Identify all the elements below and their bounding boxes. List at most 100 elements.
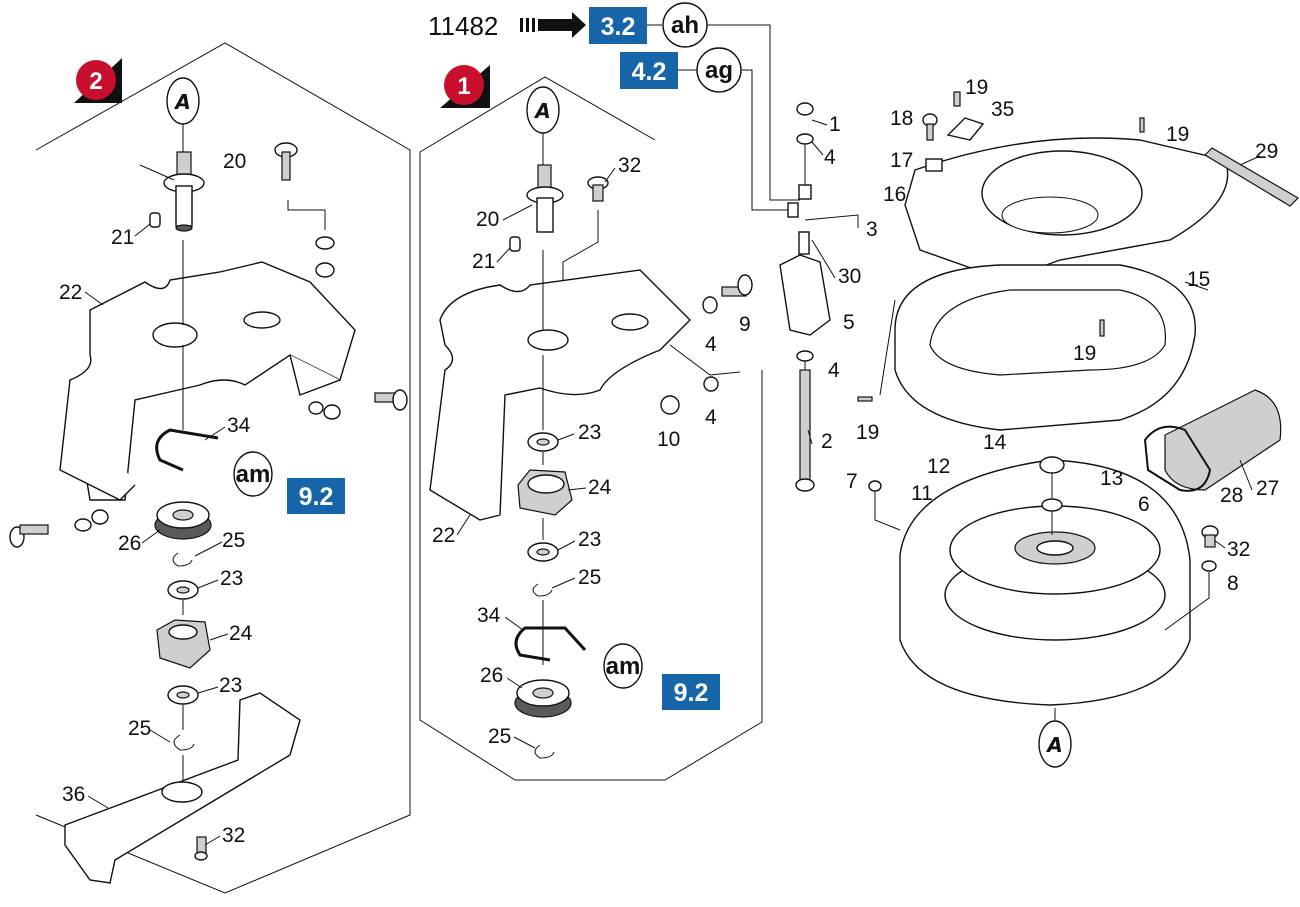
svg-text:9.2: 9.2 [299, 483, 334, 511]
variant-2-badge: 2 [74, 58, 122, 103]
svg-text:20: 20 [476, 208, 499, 231]
variant-1-panel: 1 A [419, 65, 763, 781]
svg-text:12: 12 [927, 455, 950, 478]
svg-text:25: 25 [222, 529, 245, 552]
svg-text:23: 23 [578, 421, 601, 444]
svg-text:15: 15 [1187, 268, 1210, 291]
svg-text:26: 26 [480, 664, 503, 687]
svg-text:4.2: 4.2 [632, 58, 667, 86]
svg-text:3: 3 [866, 218, 878, 241]
svg-text:21: 21 [111, 226, 134, 249]
svg-text:am: am [236, 461, 271, 488]
screw-left-variant-2 [9, 524, 49, 548]
part-1-nut [796, 102, 814, 116]
marker-a-variant-1: A [526, 86, 560, 134]
svg-text:ah: ah [671, 12, 699, 39]
part-11-impeller [944, 505, 1166, 641]
screw-bottom-variant-2 [194, 836, 208, 861]
part-25-clip [172, 552, 193, 567]
svg-text:7: 7 [846, 470, 858, 493]
ref-circle-ah[interactable]: ah [662, 2, 708, 48]
svg-text:21: 21 [472, 250, 495, 273]
part-27-hose [1143, 389, 1282, 492]
svg-text:ag: ag [705, 57, 733, 84]
svg-text:16: 16 [883, 183, 906, 206]
svg-text:3.2: 3.2 [601, 13, 636, 41]
svg-text:18: 18 [890, 107, 913, 130]
svg-text:4: 4 [705, 406, 717, 429]
part-26-pulley-variant-2 [154, 501, 212, 540]
svg-text:19: 19 [1166, 123, 1189, 146]
labels-main: 1 4 3 30 5 4 2 7 19 35 18 17 16 19 29 15… [821, 76, 1279, 595]
svg-text:25: 25 [128, 717, 151, 740]
svg-text:A: A [1045, 733, 1062, 757]
ref-circle-am-variant-2[interactable]: am [233, 451, 273, 497]
part-spring [798, 184, 812, 200]
svg-text:4: 4 [828, 359, 840, 382]
part-14-nut [1039, 456, 1065, 474]
svg-text:8: 8 [1227, 572, 1239, 595]
svg-text:23: 23 [578, 528, 601, 551]
svg-text:1: 1 [829, 113, 841, 136]
svg-text:4: 4 [705, 333, 717, 356]
svg-text:35: 35 [991, 98, 1014, 121]
part-20-shaft-variant-1 [526, 164, 564, 233]
variant-1-badge: 1 [440, 65, 490, 108]
part-5-flap [779, 231, 831, 336]
part-24-housing-variant-1 [517, 469, 573, 516]
screw-side-variant-2 [374, 389, 408, 411]
header-reference-row: 11482 3.2 ah 4.2 ag [428, 2, 800, 211]
svg-text:4: 4 [824, 146, 836, 169]
ref-link-4-2[interactable]: 4.2 [620, 52, 678, 89]
svg-text:34: 34 [477, 604, 501, 627]
ref-link-9-2-variant-2[interactable]: 9.2 [287, 478, 345, 514]
main-assembly: A 1 4 3 30 5 4 2 7 19 35 18 17 16 19 29 … [779, 76, 1299, 768]
svg-text:9: 9 [739, 313, 751, 336]
part-21-key [149, 212, 161, 228]
svg-text:19: 19 [1073, 342, 1096, 365]
part-17-clip [925, 158, 943, 172]
svg-text:9.2: 9.2 [674, 679, 709, 707]
svg-text:24: 24 [588, 476, 612, 499]
part-2-bolt [795, 369, 815, 492]
ref-circle-am-variant-1[interactable]: am [603, 643, 643, 689]
svg-text:6: 6 [1138, 493, 1150, 516]
part-36-bracket [64, 692, 301, 884]
svg-text:14: 14 [983, 431, 1007, 454]
variant-2-panel: 2 A [9, 42, 411, 894]
screw-upper-variant-2 [274, 142, 298, 181]
svg-text:24: 24 [229, 622, 253, 645]
svg-text:23: 23 [219, 674, 242, 697]
svg-text:1: 1 [457, 73, 470, 100]
svg-text:A: A [173, 90, 190, 114]
document-number: 11482 [428, 11, 498, 41]
svg-text:10: 10 [657, 428, 680, 451]
reference-arrow-icon [520, 12, 586, 38]
svg-text:32: 32 [1227, 538, 1250, 561]
part-22-bracket-variant-1 [429, 269, 691, 521]
svg-text:am: am [606, 653, 641, 680]
part-16-top-plate [904, 137, 1229, 281]
svg-text:26: 26 [118, 532, 141, 555]
svg-text:19: 19 [856, 421, 879, 444]
svg-text:25: 25 [488, 725, 511, 748]
ref-link-9-2-variant-1[interactable]: 9.2 [662, 674, 720, 710]
marker-a-variant-2: A [166, 77, 200, 125]
svg-text:2: 2 [89, 68, 102, 95]
svg-text:36: 36 [62, 783, 85, 806]
svg-text:22: 22 [59, 281, 82, 304]
part-26-pulley-variant-1 [514, 679, 572, 718]
svg-text:27: 27 [1256, 477, 1279, 500]
svg-text:32: 32 [618, 154, 641, 177]
svg-text:A: A [533, 99, 550, 123]
svg-text:29: 29 [1255, 140, 1278, 163]
part-15-housing [894, 264, 1196, 431]
ref-link-3-2[interactable]: 3.2 [589, 7, 647, 44]
svg-text:23: 23 [220, 567, 243, 590]
svg-text:34: 34 [227, 414, 251, 437]
svg-text:5: 5 [843, 311, 855, 334]
svg-text:2: 2 [821, 430, 833, 453]
ref-circle-ag[interactable]: ag [696, 47, 742, 93]
labels-variant-1: 32 20 21 9 4 4 10 23 24 22 23 25 34 26 2… [432, 154, 751, 748]
